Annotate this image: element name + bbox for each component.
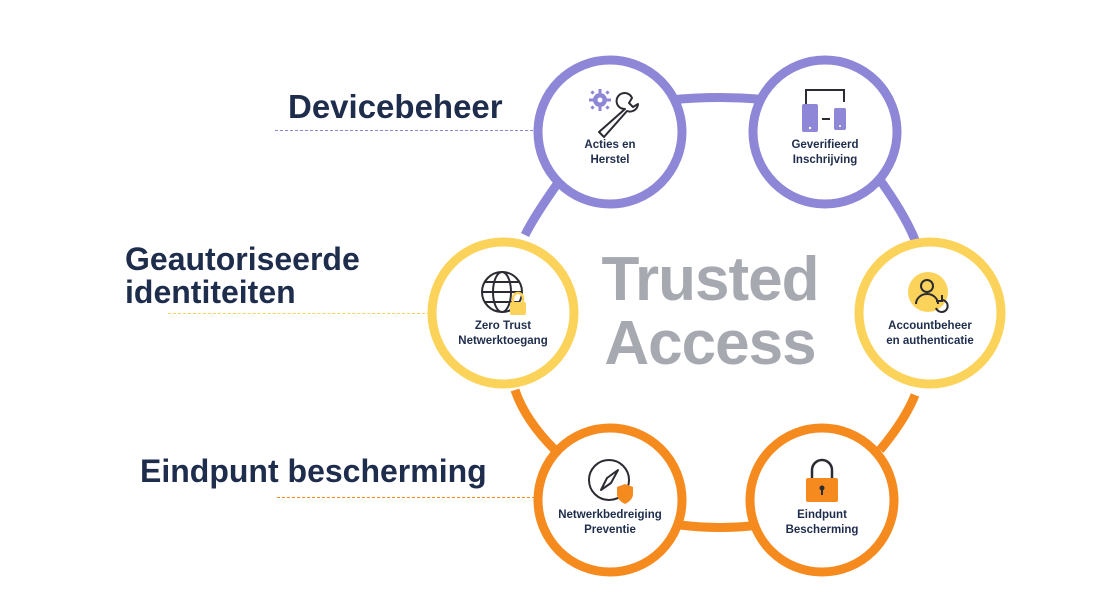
node-acties-line2: Herstel [590, 154, 630, 166]
category-eindpunt-line [277, 497, 535, 498]
node-accountbeheer-line1: Accountbeheer [888, 320, 972, 332]
category-identiteiten-line [168, 313, 430, 314]
node-geverifieerd-line1: Geverifieerd [791, 139, 859, 151]
compass-shield-icon [588, 459, 633, 504]
category-identiteiten-label-line1: Geautoriseerde [125, 241, 360, 277]
ring-arc-lower-left [510, 388, 559, 454]
padlock-icon [806, 458, 838, 502]
ring-arc-top [669, 93, 771, 105]
node-zero-trust-line2: Netwerktoegang [458, 335, 548, 347]
node-acties-line1: Acties en [584, 139, 636, 151]
node-label-acties: Acties en Herstel [545, 138, 675, 168]
category-eindpunt: Eindpunt bescherming [140, 455, 487, 487]
center-title-line1: Trusted [601, 245, 820, 314]
category-identiteiten: Geautoriseerde identiteiten [125, 243, 360, 309]
node-eindpunt-bescherming-line1: Eindpunt [797, 509, 847, 521]
devices-icon [802, 89, 846, 132]
node-circle-geverifieerd [748, 55, 902, 209]
category-devicebeheer-line [275, 130, 533, 131]
wrench-gear-icon [589, 89, 639, 138]
ring-arc-upper-right [876, 177, 920, 242]
ring-arc-upper-left [520, 177, 564, 238]
category-identiteiten-label-line2: identiteiten [125, 274, 296, 310]
node-accountbeheer-line2: en authenticatie [886, 335, 974, 347]
center-title: Trusted Access [590, 248, 830, 376]
node-label-zero-trust: Zero Trust Netwerktoegang [438, 319, 568, 349]
globe-lock-icon [481, 271, 526, 315]
node-eindpunt-bescherming-line2: Bescherming [785, 524, 859, 536]
node-label-geverifieerd: Geverifieerd Inschrijving [760, 138, 890, 168]
category-devicebeheer: Devicebeheer [288, 90, 503, 123]
category-devicebeheer-label: Devicebeheer [288, 88, 503, 125]
node-circle-accountbeheer [854, 237, 1006, 389]
category-eindpunt-label: Eindpunt bescherming [140, 453, 487, 489]
node-netwerkbedreiging-line1: Netwerkbedreiging [558, 509, 662, 521]
center-title-line2: Access [604, 309, 816, 378]
node-circle-zero-trust [427, 237, 579, 389]
user-sync-icon [908, 272, 949, 313]
node-label-accountbeheer: Accountbeheer en authenticatie [865, 319, 995, 349]
node-zero-trust-line1: Zero Trust [474, 320, 532, 332]
ring-arc-bottom [679, 520, 761, 532]
node-label-netwerkbedreiging: Netwerkbedreiging Preventie [545, 508, 675, 538]
node-label-eindpunt-bescherming: Eindpunt Bescherming [757, 508, 887, 538]
node-netwerkbedreiging-line2: Preventie [584, 524, 636, 536]
ring-arc-lower-right [876, 393, 920, 453]
node-circle-acties [533, 55, 687, 209]
node-geverifieerd-line2: Inschrijving [792, 154, 858, 166]
